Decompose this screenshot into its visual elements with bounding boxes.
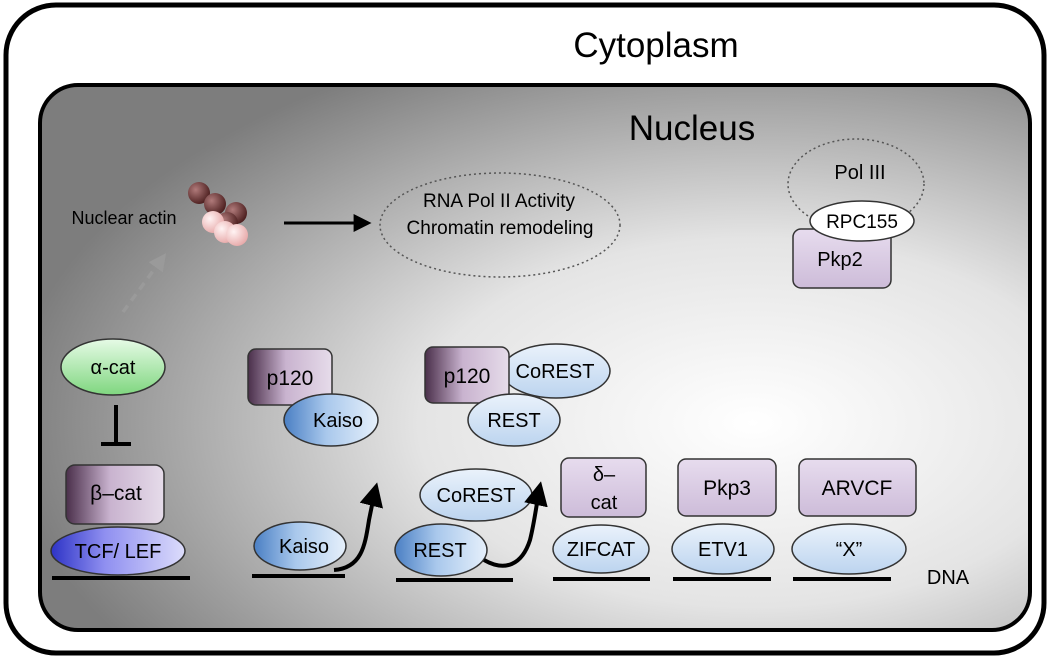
corest-label: CoREST — [516, 361, 595, 383]
activity-ellipse — [379, 172, 621, 278]
inhibition-bar-icon — [101, 405, 131, 446]
cytoplasm-label: Cytoplasm — [573, 26, 738, 65]
etv1-oval — [671, 523, 775, 575]
nuclear-actin-cluster — [188, 182, 248, 246]
pkp2-label: Pkp2 — [817, 249, 863, 271]
alpha-cat-oval — [60, 338, 166, 396]
nucleus-label: Nucleus — [629, 109, 755, 148]
tcf-lef-oval — [50, 526, 186, 576]
rest-label: REST — [487, 410, 540, 432]
x-label: “X” — [836, 539, 863, 561]
dna-corest-label: CoREST — [437, 485, 516, 507]
arvcf-box — [798, 458, 917, 517]
pol3-ellipse — [787, 138, 925, 230]
curved-arrow-icon — [483, 481, 548, 568]
rpc155-label: RPC155 — [826, 212, 898, 233]
pkp3-box — [677, 458, 777, 517]
delta-cat-box — [560, 457, 647, 518]
etv1-label: ETV1 — [698, 539, 748, 561]
rest-oval — [467, 393, 561, 447]
kaiso-oval — [283, 393, 379, 447]
tcf-lef-label: TCF/ LEF — [75, 541, 162, 563]
arvcf-label: ARVCF — [822, 477, 893, 500]
delta-cat-line2: cat — [591, 492, 618, 514]
delta-cat-line1: δ– — [593, 464, 616, 486]
beta-cat-label: β–cat — [90, 482, 142, 505]
activity-line2: Chromatin remodeling — [407, 218, 594, 239]
kaiso-label: Kaiso — [313, 410, 363, 432]
p120-label: p120 — [444, 365, 491, 388]
beta-cat-box — [65, 464, 165, 525]
dna-kaiso-label: Kaiso — [279, 536, 329, 558]
nuclear-actin-label: Nuclear actin — [71, 208, 176, 228]
rpc155-oval — [809, 200, 915, 242]
x-oval — [791, 523, 907, 575]
pol3-label: Pol III — [834, 162, 885, 184]
dashed-arrow-icon — [121, 253, 167, 314]
zifcat-label: ZIFCAT — [567, 539, 636, 561]
zifcat-oval — [552, 524, 650, 574]
dna-kaiso-oval — [253, 521, 347, 571]
p120-box — [247, 348, 333, 406]
p120-label: p120 — [267, 367, 314, 390]
p120-box — [424, 346, 510, 404]
activity-line1: RNA Pol II Activity — [423, 191, 576, 212]
alpha-cat-label: α-cat — [91, 357, 136, 379]
dna-rest-label: REST — [413, 540, 466, 562]
pkp3-label: Pkp3 — [703, 477, 751, 500]
dna-label: DNA — [927, 567, 970, 589]
dna-rest-oval — [394, 523, 488, 577]
curved-arrow-icon — [333, 482, 383, 572]
